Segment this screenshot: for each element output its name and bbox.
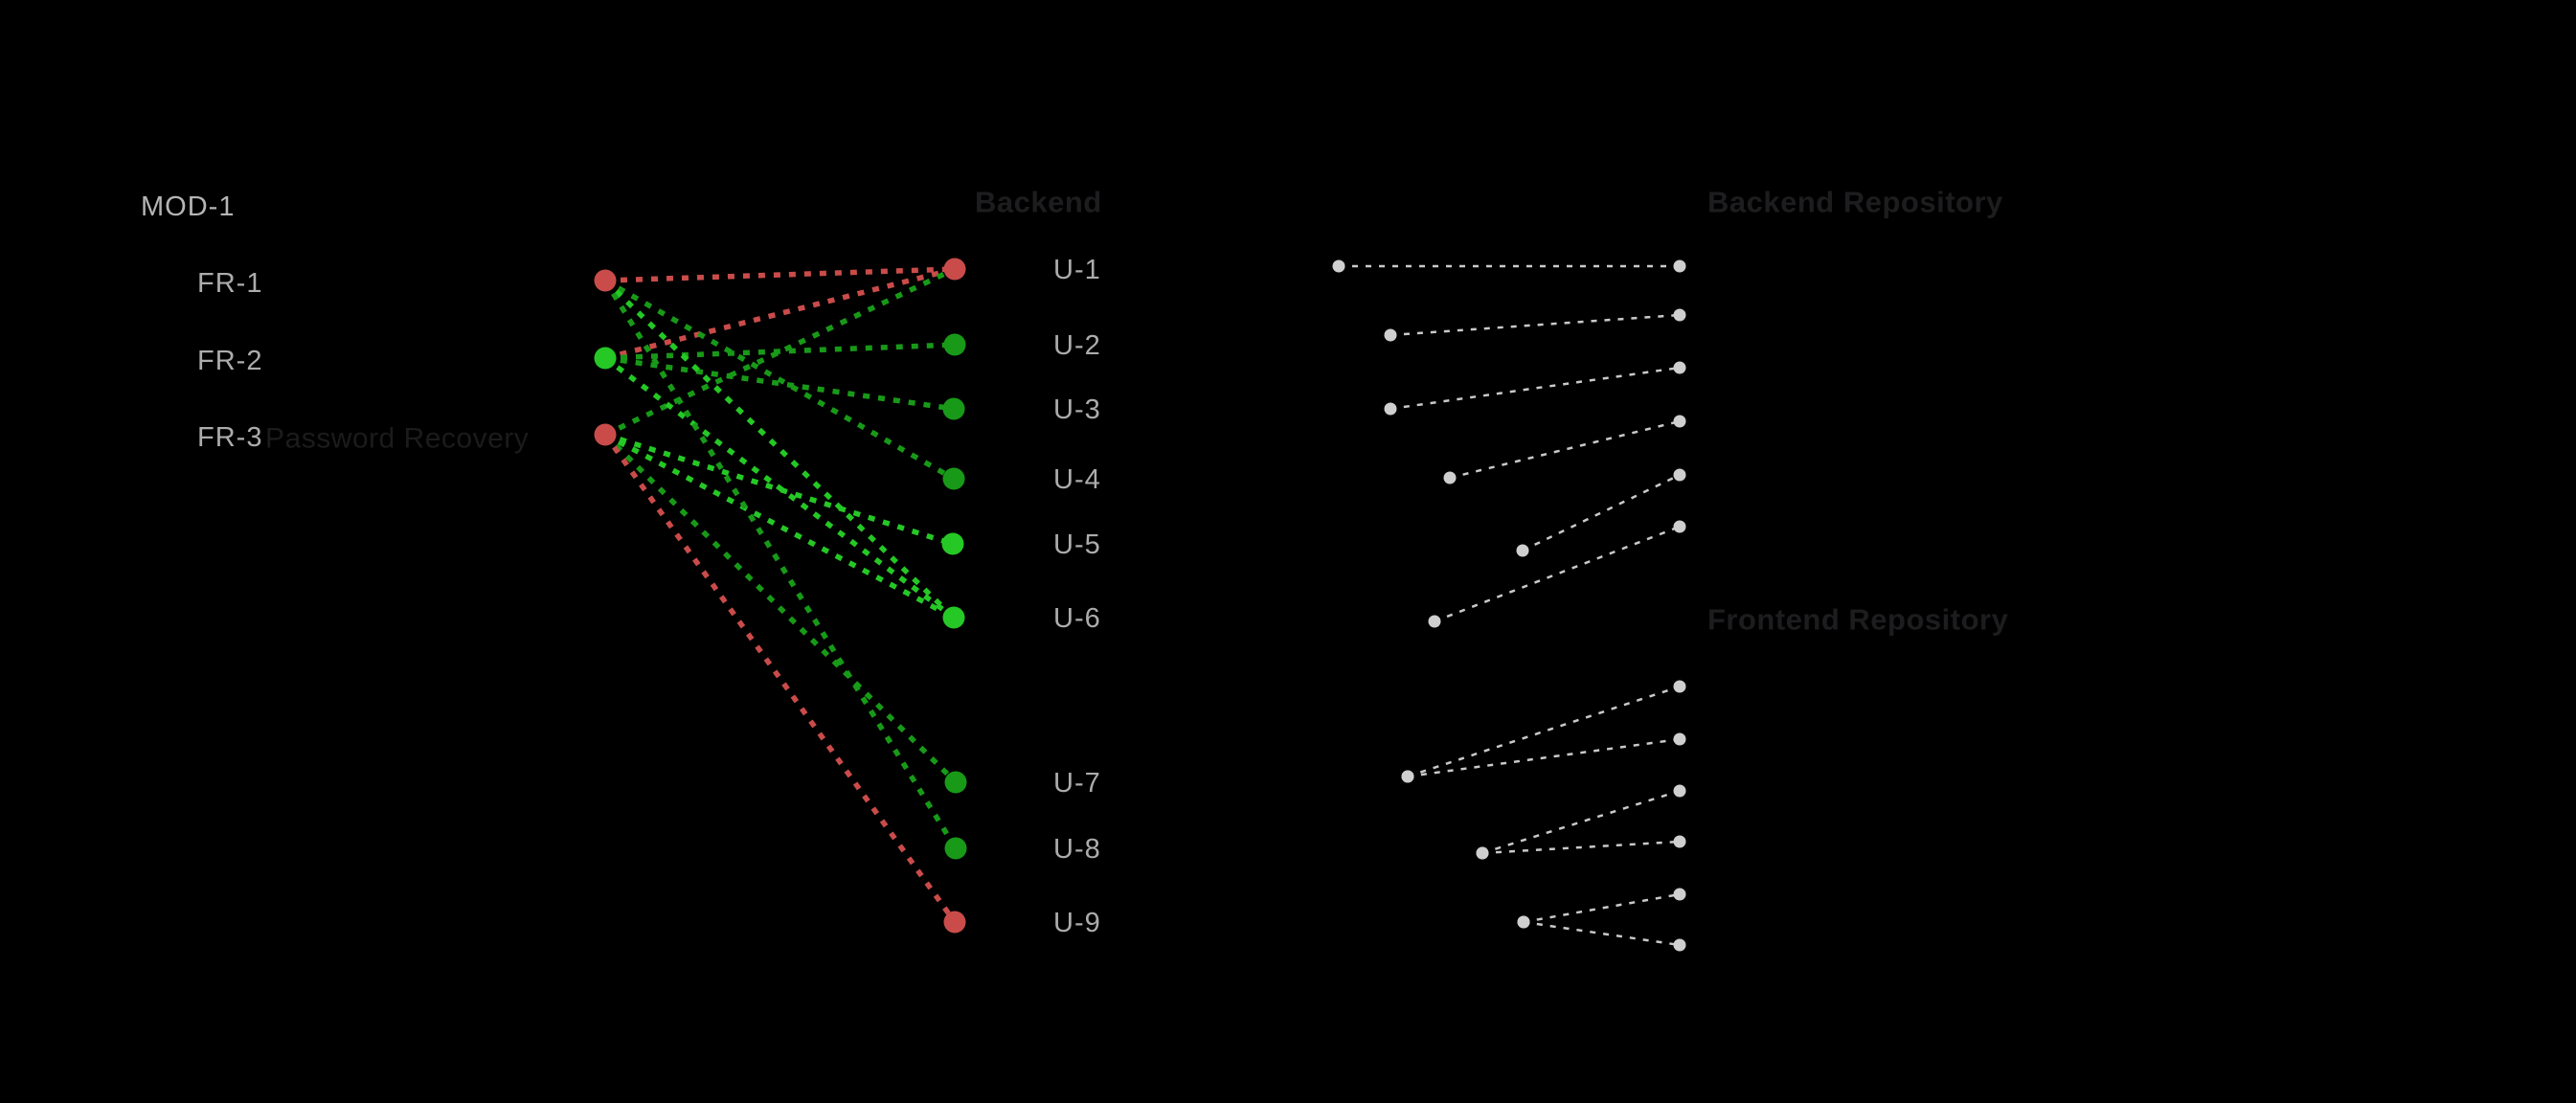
repo-artifact-dot[interactable] — [1673, 415, 1686, 428]
repo-source-dot[interactable] — [1517, 915, 1530, 929]
usecase-label-U-5[interactable]: U-5 — [1053, 529, 1101, 560]
repo-source-dot[interactable] — [1384, 328, 1397, 342]
repo-artifact-dot[interactable] — [1673, 835, 1686, 848]
edge-FR-1-U-8 — [602, 279, 959, 850]
repo-artifact-dot[interactable] — [1673, 938, 1686, 952]
usecase-node-U-9[interactable] — [943, 911, 966, 934]
frontend-repository-title: Frontend Repository — [1707, 603, 2009, 637]
edge-FR-3-U-7 — [603, 433, 958, 784]
repo-source-dot[interactable] — [1443, 471, 1457, 484]
requirement-node-FR-2[interactable] — [594, 347, 617, 370]
module-label: MOD-1 — [141, 191, 235, 222]
edge-FR-1-U-4 — [603, 278, 956, 482]
requirement-node-FR-1[interactable] — [594, 269, 617, 292]
usecase-node-U-3[interactable] — [942, 397, 965, 420]
repo-link-0-1 — [1390, 313, 1681, 337]
repo-link-0-5 — [1434, 525, 1681, 623]
repo-source-dot[interactable] — [1384, 402, 1397, 416]
repo-artifact-dot[interactable] — [1673, 888, 1686, 901]
repo-artifact-dot[interactable] — [1673, 308, 1686, 322]
edge-FR-1-U-1 — [604, 266, 956, 283]
repo-link-0-3 — [1449, 419, 1681, 480]
repo-source-dot[interactable] — [1332, 259, 1345, 273]
usecase-node-U-8[interactable] — [944, 837, 967, 860]
requirement-label-FR-2[interactable]: FR-2 — [197, 346, 262, 376]
repo-link-1-5 — [1523, 920, 1681, 947]
usecase-node-U-5[interactable] — [941, 532, 964, 555]
edge-FR-3-U-1 — [603, 266, 957, 438]
edge-FR-3-U-6 — [603, 432, 956, 620]
backend-repository-title: Backend Repository — [1707, 186, 2003, 219]
repo-link-0-2 — [1390, 366, 1681, 411]
repo-link-1-4 — [1523, 892, 1681, 924]
edge-FR-2-U-6 — [603, 355, 956, 620]
usecase-node-U-1[interactable] — [943, 258, 966, 281]
usecase-node-U-6[interactable] — [942, 606, 965, 629]
repo-link-1-1 — [1407, 737, 1681, 778]
edge-FR-2-U-3 — [604, 355, 955, 412]
repo-link-1-3 — [1481, 840, 1681, 855]
requirement-annotation: Password Recovery — [265, 423, 529, 455]
backend-column-header: Backend — [975, 186, 1102, 219]
repo-source-dot[interactable] — [1401, 770, 1414, 783]
repo-source-dot[interactable] — [1476, 846, 1489, 860]
usecase-label-U-3[interactable]: U-3 — [1053, 394, 1101, 425]
usecase-label-U-6[interactable]: U-6 — [1053, 603, 1101, 634]
repo-artifact-dot[interactable] — [1673, 784, 1686, 798]
repo-link-1-2 — [1481, 789, 1681, 855]
usecase-node-U-4[interactable] — [942, 467, 965, 490]
repo-link-1-0 — [1407, 685, 1681, 778]
repo-artifact-dot[interactable] — [1673, 520, 1686, 533]
usecase-label-U-8[interactable]: U-8 — [1053, 834, 1101, 865]
usecase-label-U-4[interactable]: U-4 — [1053, 464, 1101, 495]
usecase-node-U-2[interactable] — [943, 333, 966, 356]
edges-layer — [602, 266, 959, 924]
repo-artifact-dot[interactable] — [1673, 680, 1686, 693]
repo-artifact-dot[interactable] — [1673, 468, 1686, 482]
repo-source-dot[interactable] — [1516, 544, 1529, 557]
usecase-label-U-1[interactable]: U-1 — [1053, 255, 1101, 285]
requirement-node-FR-3[interactable] — [594, 423, 617, 446]
labels-layer: MOD-1 Password Recovery Backend Backend … — [141, 186, 2009, 939]
nodes-layer — [594, 258, 967, 934]
repo-links-layer — [1332, 259, 1686, 952]
repo-link-0-4 — [1522, 473, 1681, 552]
usecase-label-U-2[interactable]: U-2 — [1053, 330, 1101, 361]
edge-FR-3-U-9 — [602, 433, 958, 924]
edge-FR-2-U-2 — [604, 342, 956, 361]
repo-artifact-dot[interactable] — [1673, 732, 1686, 746]
requirement-label-FR-1[interactable]: FR-1 — [197, 268, 262, 299]
repo-artifact-dot[interactable] — [1673, 361, 1686, 374]
usecase-node-U-7[interactable] — [944, 771, 967, 794]
repo-source-dot[interactable] — [1428, 615, 1441, 628]
requirement-label-FR-3[interactable]: FR-3 — [197, 422, 262, 453]
usecase-label-U-9[interactable]: U-9 — [1053, 908, 1101, 938]
usecase-label-U-7[interactable]: U-7 — [1053, 768, 1101, 799]
repo-artifact-dot[interactable] — [1673, 259, 1686, 273]
edge-FR-1-U-6 — [603, 279, 956, 619]
